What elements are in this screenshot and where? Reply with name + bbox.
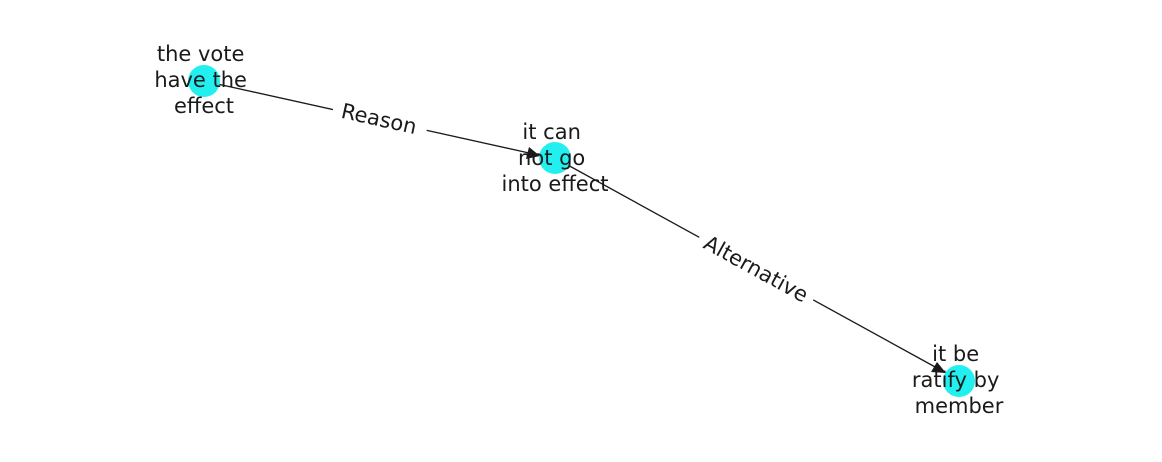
node-label-line: it can [522,120,580,144]
edge-reason-arrowhead [526,147,540,159]
edge-reason: Reason [203,80,540,159]
edge-alternative: Alternative [554,157,946,373]
node-circle [188,65,220,97]
node-label: it can not go into effect [502,120,609,196]
node-label-line: have the [154,68,247,92]
edge-alternative-arrowhead [931,362,946,373]
node-circle [539,142,571,174]
node-label-line: effect [174,94,234,118]
node-label-line: the vote [157,42,245,66]
edge-alternative-label: Alternative [700,231,813,308]
node-label: the vote have the effect [154,42,253,118]
node-it-be-ratify-by-member: it be ratify by member [912,342,1006,418]
edge-alternative-label-bg [691,224,821,314]
node-label: it be ratify by member [912,342,1006,418]
edge-reason-label-bg [329,94,431,145]
node-label-line: member [915,394,1004,418]
node-label-line: into effect [502,172,609,196]
node-it-can-not-go-into-effect: it can not go into effect [502,120,609,196]
node-label-line: not go [518,146,585,170]
node-the-vote-have-the-effect: the vote have the effect [154,42,253,118]
node-circle [943,365,975,397]
node-label-line: it be [932,342,979,366]
node-label-line: ratify by [912,368,999,392]
